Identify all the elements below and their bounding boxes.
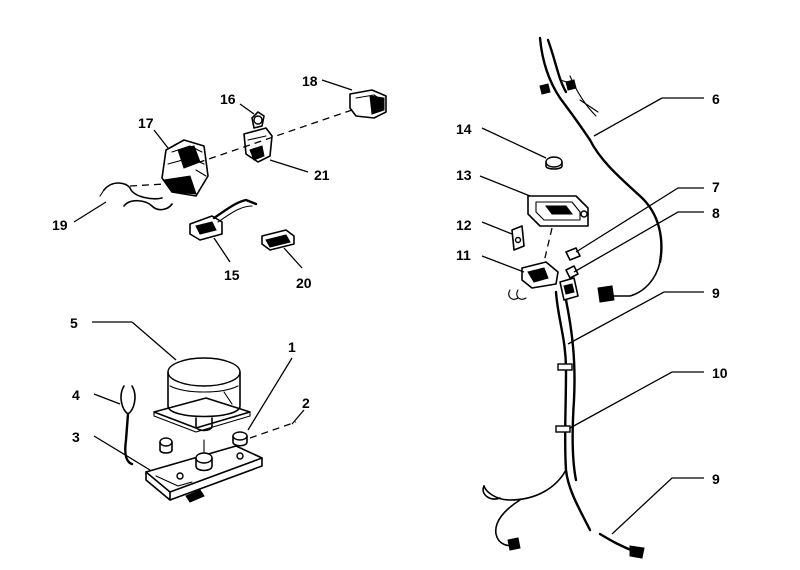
compressor-flange-edge <box>153 411 251 433</box>
leader-14 <box>481 127 547 159</box>
label-4: 4 <box>72 387 80 403</box>
leader-13 <box>479 175 531 197</box>
label-1: 1 <box>288 339 296 355</box>
leader-10 <box>569 371 704 429</box>
label-12: 12 <box>456 217 472 233</box>
label-21: 21 <box>314 167 330 183</box>
part-21-overload-protector <box>243 127 273 163</box>
leader-9-lower <box>611 477 704 535</box>
part-1-grommet <box>232 431 248 447</box>
leader-19 <box>73 201 107 223</box>
assembly-line-19-17 <box>129 183 165 187</box>
relay-group: 18 16 21 17 <box>52 73 387 291</box>
part-11-thermostat <box>508 261 559 300</box>
label-19: 19 <box>52 217 68 233</box>
label-7: 7 <box>712 179 720 195</box>
part-20-capacitor <box>261 229 295 251</box>
leader-11 <box>481 255 525 273</box>
leader-15 <box>213 237 231 263</box>
leader-7 <box>575 187 704 253</box>
part-3-base-plate <box>145 445 263 503</box>
label-10: 10 <box>712 365 728 381</box>
leader-1 <box>247 357 293 431</box>
part-13-thermostat-housing <box>527 195 589 227</box>
leader-8 <box>573 211 704 273</box>
leader-20 <box>283 247 303 269</box>
label-15: 15 <box>224 267 240 283</box>
label-2: 2 <box>302 395 310 411</box>
part-4-tube-clip <box>120 385 136 466</box>
part-9-10-lower-harness <box>482 290 645 559</box>
part-15-wire-connector <box>189 198 258 241</box>
part-8-clip <box>565 265 579 279</box>
leader-2 <box>291 409 305 425</box>
part-19-retainer-clip <box>99 182 173 211</box>
leader-16 <box>239 103 255 115</box>
part-5-compressor <box>167 357 241 432</box>
leader-3 <box>93 435 151 471</box>
label-11: 11 <box>456 247 471 263</box>
assembly-line-18-17 <box>199 109 353 163</box>
part-16-clip <box>251 111 265 129</box>
wire-connector-block <box>559 277 579 301</box>
label-3: 3 <box>72 429 80 445</box>
label-9-lower: 9 <box>712 471 720 487</box>
assembly-line-2 <box>249 421 297 439</box>
part-3-mounts <box>159 437 213 472</box>
label-16: 16 <box>220 91 236 107</box>
leader-12 <box>481 221 513 235</box>
wiring-group: 6 14 13 12 <box>456 36 728 559</box>
label-14: 14 <box>456 121 472 137</box>
leader-18 <box>321 79 353 91</box>
label-8: 8 <box>712 205 720 221</box>
leader-21 <box>269 159 309 173</box>
part-14-knob <box>545 156 563 170</box>
leader-6 <box>593 97 663 137</box>
label-6: 6 <box>712 91 720 107</box>
label-13: 13 <box>456 167 472 183</box>
assembly-line-13-11 <box>543 227 553 263</box>
leader-17 <box>153 129 169 149</box>
part-17-ptc-relay <box>161 139 209 197</box>
part-6-wire-harness <box>538 36 663 303</box>
leader-4 <box>93 393 121 405</box>
part-12-bracket <box>511 225 525 251</box>
leader-9-upper <box>567 291 704 345</box>
label-17: 17 <box>138 115 154 131</box>
label-18: 18 <box>302 73 318 89</box>
compressor-group: 5 1 2 4 3 <box>70 315 310 503</box>
part-7-clip <box>565 247 581 261</box>
label-9-upper: 9 <box>712 285 720 301</box>
leader-5b <box>131 321 177 361</box>
label-20: 20 <box>296 275 312 291</box>
part-18-terminal-cover <box>349 89 387 119</box>
label-5: 5 <box>70 315 78 331</box>
